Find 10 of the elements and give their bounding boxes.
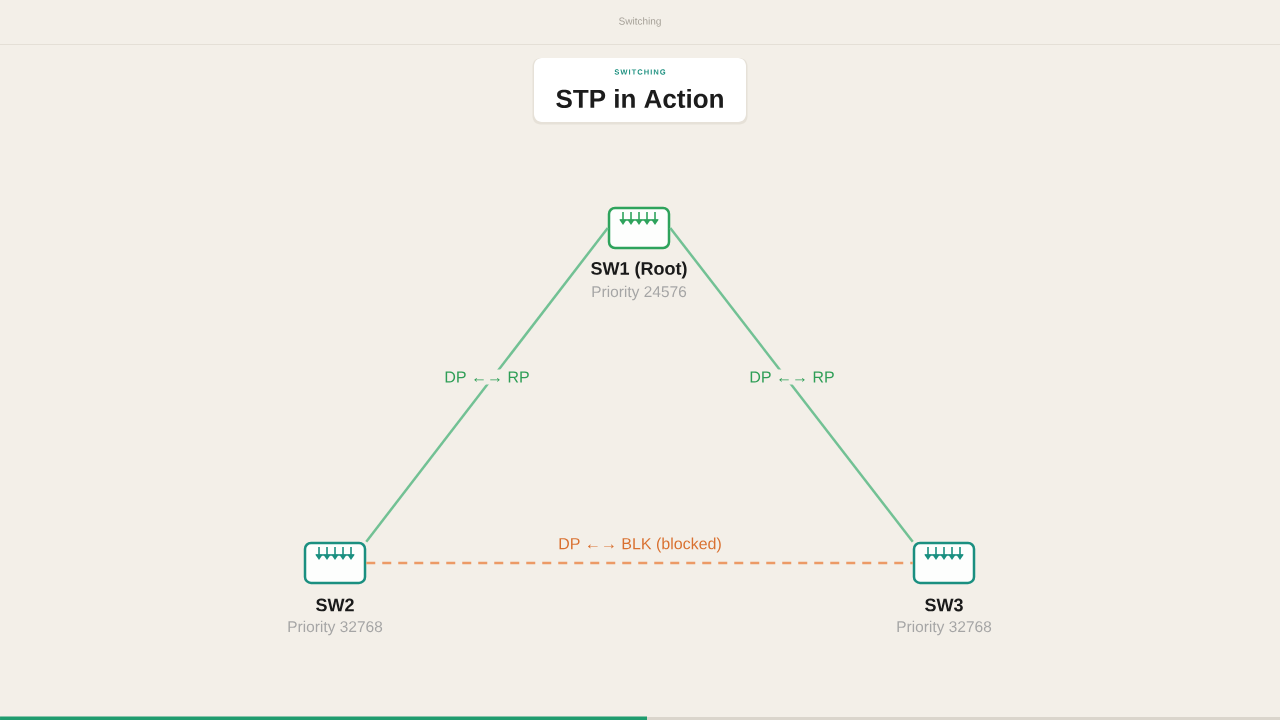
- title: STP in Action: [556, 88, 723, 109]
- switch-name: SW1 (Root): [591, 261, 687, 279]
- edge-label: DP ←→ RP: [747, 369, 837, 385]
- header-text: Switching: [619, 17, 661, 27]
- switch-name: SW2: [316, 598, 354, 612]
- priority-label: Priority 24576: [592, 285, 687, 301]
- priority-label: Priority 32768: [897, 620, 992, 636]
- edge-label: DP ←→ RP: [442, 369, 532, 385]
- switch-name: SW3: [925, 598, 963, 612]
- priority-label: Priority 32768: [288, 620, 383, 636]
